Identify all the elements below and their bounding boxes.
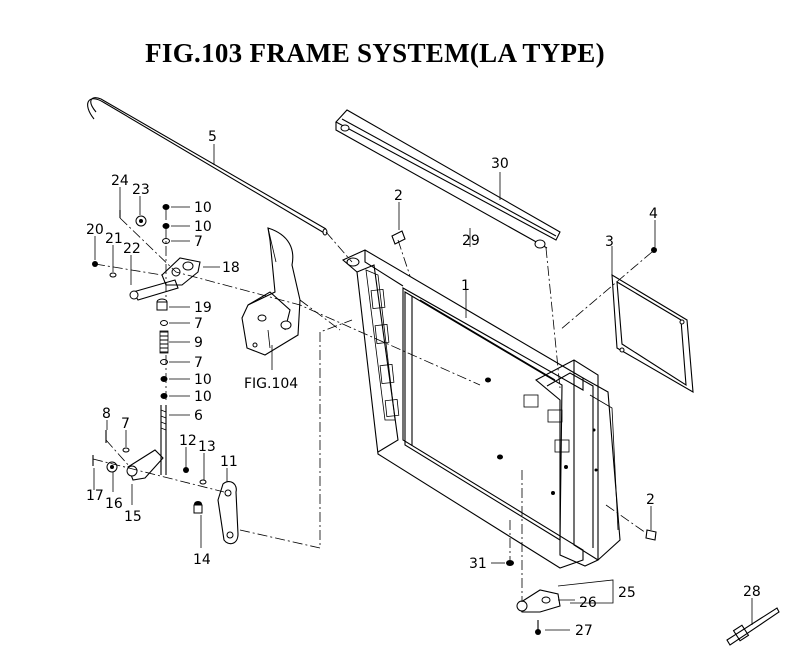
bracket-fig104 bbox=[241, 227, 301, 356]
callout-18: 18 bbox=[222, 260, 240, 276]
callout-9: 9 bbox=[194, 335, 203, 351]
callout-19: 19 bbox=[194, 300, 212, 316]
callout-21: 21 bbox=[105, 231, 123, 247]
callout-29: 29 bbox=[462, 233, 480, 249]
callout-10: 10 bbox=[194, 219, 212, 235]
callout-15: 15 bbox=[124, 509, 142, 525]
callout-7: 7 bbox=[194, 355, 203, 371]
hardware-parts bbox=[391, 230, 780, 646]
callout-6: 6 bbox=[194, 408, 203, 424]
callout-30: 30 bbox=[491, 156, 509, 172]
callout-2: 2 bbox=[394, 188, 403, 204]
callout-13: 13 bbox=[198, 439, 216, 455]
callout-7: 7 bbox=[194, 234, 203, 250]
callout-22: 22 bbox=[123, 241, 141, 257]
callout-17: 17 bbox=[86, 488, 104, 504]
callout-14: 14 bbox=[193, 552, 211, 568]
linkage-parts bbox=[92, 204, 239, 545]
callout-5: 5 bbox=[208, 129, 217, 145]
assembly-guide-lines bbox=[92, 210, 653, 602]
callout-10: 10 bbox=[194, 389, 212, 405]
figure-title: FIG.103 FRAME SYSTEM(LA TYPE) bbox=[145, 38, 605, 68]
callout-10: 10 bbox=[194, 200, 212, 216]
frame-part-1 bbox=[341, 249, 621, 569]
callout-28: 28 bbox=[743, 584, 761, 600]
callout-3: 3 bbox=[605, 234, 614, 250]
rail-part-30 bbox=[335, 109, 561, 249]
callout-26: 26 bbox=[579, 595, 597, 611]
callout-10: 10 bbox=[194, 372, 212, 388]
callout-7: 7 bbox=[194, 316, 203, 332]
callout-31: 31 bbox=[469, 556, 487, 572]
callout-23: 23 bbox=[132, 182, 150, 198]
callout-12: 12 bbox=[179, 433, 197, 449]
callout-25: 25 bbox=[618, 585, 636, 601]
callout-24: 24 bbox=[111, 173, 129, 189]
rod-part-5 bbox=[87, 97, 328, 236]
callout-labels: FIG.104 1 2 2 3 4 5 6 7 7 7 7 8 9 10 10 … bbox=[86, 129, 761, 639]
callout-7: 7 bbox=[121, 416, 130, 432]
callout-16: 16 bbox=[105, 496, 123, 512]
callout-2: 2 bbox=[646, 492, 655, 508]
callout-8: 8 bbox=[102, 406, 111, 422]
callout-4: 4 bbox=[649, 206, 658, 222]
leader-lines bbox=[93, 144, 753, 631]
plate-part-3 bbox=[611, 273, 694, 394]
callout-1: 1 bbox=[461, 278, 470, 294]
callout-27: 27 bbox=[575, 623, 593, 639]
callout-11: 11 bbox=[220, 454, 238, 470]
callout-20: 20 bbox=[86, 222, 104, 238]
ref-fig104-label: FIG.104 bbox=[244, 376, 298, 392]
